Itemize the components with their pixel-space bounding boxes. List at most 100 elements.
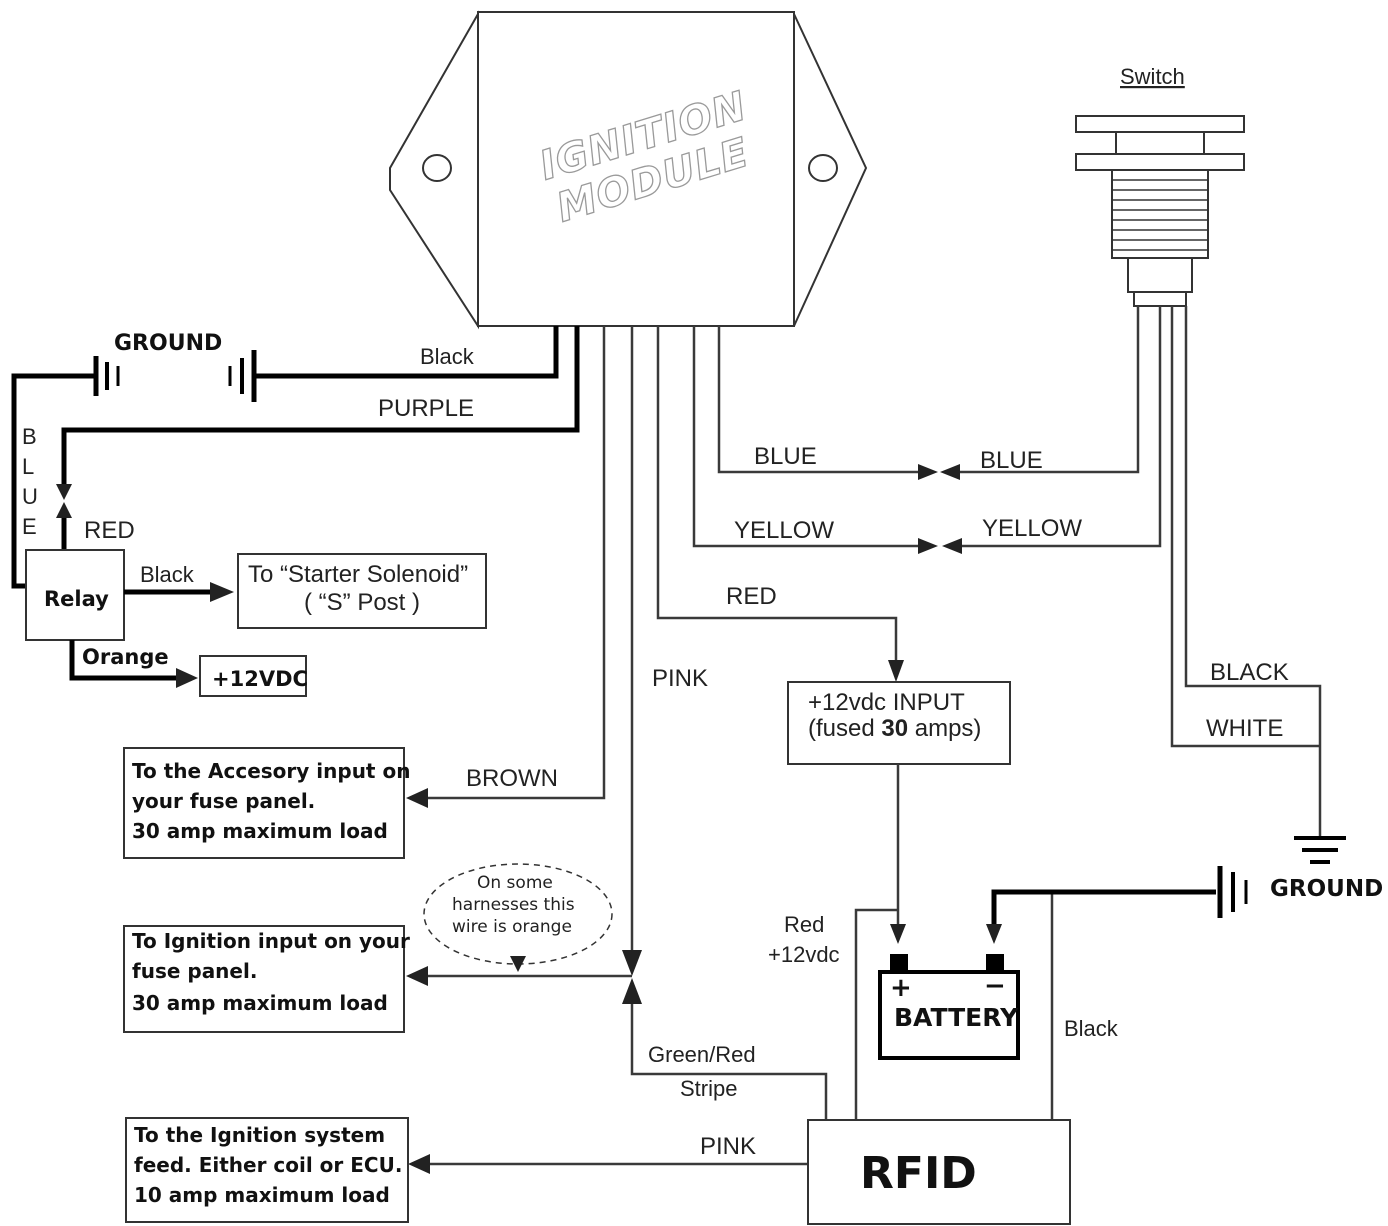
arrow-brown xyxy=(406,788,428,808)
note-line1: On some xyxy=(477,873,553,893)
ignition-line1: To Ignition input on your xyxy=(132,929,410,953)
input-line2: (fused 30 amps) xyxy=(808,715,981,742)
label-blue-right: BLUE xyxy=(980,447,1043,474)
svg-text:E: E xyxy=(22,514,37,539)
label-pink-bottom: PINK xyxy=(700,1133,756,1160)
arrow-battery-minus xyxy=(986,924,1002,944)
accessory-line1: To the Accesory input on xyxy=(132,759,410,783)
wire-blue-relay xyxy=(11,373,96,589)
ground-symbol-left xyxy=(93,356,120,396)
arrow-pink-bottom xyxy=(408,1154,430,1174)
svg-text:B: B xyxy=(22,424,37,449)
wire-blue-right xyxy=(960,306,1140,474)
label-yellow-left: YELLOW xyxy=(734,517,834,544)
ignition-line2: fuse panel. xyxy=(132,959,257,983)
wire-yellow-right xyxy=(962,306,1162,548)
relay-label: Relay xyxy=(44,587,109,611)
system-box xyxy=(125,1117,409,1223)
label-green-red-2: Stripe xyxy=(680,1076,737,1101)
wire-relay-orange xyxy=(69,640,180,681)
svg-text:U: U xyxy=(22,484,38,509)
accessory-line2: your fuse panel. xyxy=(132,789,315,813)
ignition-box xyxy=(123,925,405,1033)
note-line3: wire is orange xyxy=(452,917,572,937)
input-line1: +12vdc INPUT xyxy=(808,689,965,716)
system-line3: 10 amp maximum load xyxy=(134,1183,390,1207)
mount-hole-left xyxy=(422,154,452,182)
arrow-battery-plus xyxy=(890,924,906,944)
arrow-relay-orange xyxy=(176,668,198,688)
wire-blue-left xyxy=(717,326,918,474)
accessory-line3: 30 amp maximum load xyxy=(132,819,388,843)
connector-pink-down xyxy=(622,950,642,976)
rfid-box xyxy=(807,1119,1071,1225)
battery-terminal-plus xyxy=(890,954,908,972)
wire-black xyxy=(254,326,559,379)
wire-battery-ground xyxy=(991,889,1216,930)
starter-line1: To “Starter Solenoid” xyxy=(248,561,468,588)
connector-blue-left xyxy=(918,464,938,480)
connector-yellow-left xyxy=(918,538,938,554)
wire-rfid-red xyxy=(854,908,898,1120)
label-red-battery-1: Red xyxy=(784,912,824,937)
switch: Switch xyxy=(1075,64,1245,307)
label-blue-left: BLUE xyxy=(754,443,817,470)
relay-black-label: Black xyxy=(140,562,195,587)
rfid-label: RFID xyxy=(860,1148,977,1199)
arrow-red-up xyxy=(56,502,72,518)
relay-red-label: RED xyxy=(84,517,135,544)
ground-symbol-switch xyxy=(1294,836,1346,864)
wire-white xyxy=(1170,306,1320,748)
switch-title: Switch xyxy=(1120,64,1185,89)
label-black-switch: BLACK xyxy=(1210,659,1289,686)
battery-plus: + xyxy=(890,973,912,1003)
connector-green-up xyxy=(622,978,642,1004)
relay-box xyxy=(25,549,125,641)
wire-purple xyxy=(61,326,580,490)
arrow-purple-down xyxy=(56,484,72,500)
ground-right-label: GROUND xyxy=(1270,876,1383,902)
label-brown: BROWN xyxy=(466,765,558,792)
ignition-module: IGNITION MODULE xyxy=(389,10,868,330)
system-line2: feed. Either coil or ECU. xyxy=(134,1153,402,1177)
arrow-note xyxy=(510,956,526,972)
ground-symbol-mid xyxy=(228,350,257,402)
label-yellow-right: YELLOW xyxy=(982,515,1082,542)
relay-orange-label: Orange xyxy=(82,645,169,669)
battery-minus: − xyxy=(984,971,1006,1001)
label-green-red-1: Green/Red xyxy=(648,1042,756,1067)
vdc-box xyxy=(199,655,307,697)
arrow-relay-black xyxy=(210,582,234,602)
label-red: RED xyxy=(726,583,777,610)
wire-red xyxy=(656,326,898,668)
ground-left-label: GROUND xyxy=(114,331,222,356)
wire-brown xyxy=(412,326,606,800)
battery: + − BATTERY xyxy=(878,954,1020,1060)
label-black-battery: Black xyxy=(1064,1016,1119,1041)
svg-text:L: L xyxy=(22,454,34,479)
battery-label: BATTERY xyxy=(894,1003,1019,1032)
arrow-ignition-input xyxy=(406,966,428,986)
label-purple: PURPLE xyxy=(378,395,474,422)
ground-symbol-battery xyxy=(1217,866,1248,918)
system-line1: To the Ignition system xyxy=(134,1123,385,1147)
wire-yellow-left xyxy=(692,326,918,548)
input-box xyxy=(787,681,1011,765)
battery-terminal-minus xyxy=(986,954,1004,972)
arrow-red-input xyxy=(888,660,904,682)
relay-blue-letters: B L U E xyxy=(22,424,38,539)
starter-box xyxy=(237,553,487,629)
battery-body xyxy=(878,970,1020,1060)
switch-threads xyxy=(1112,179,1208,251)
label-white-switch: WHITE xyxy=(1206,715,1283,742)
wire-green-red xyxy=(630,1004,828,1120)
connector-blue-right xyxy=(940,464,960,480)
mount-hole-right xyxy=(808,154,838,182)
label-red-battery-2: +12vdc xyxy=(768,942,840,967)
starter-line2: ( “S” Post ) xyxy=(304,589,420,616)
connector-yellow-right xyxy=(942,538,962,554)
ignition-line3: 30 amp maximum load xyxy=(132,991,388,1015)
label-pink-top: PINK xyxy=(652,665,708,692)
accessory-box xyxy=(123,747,405,859)
